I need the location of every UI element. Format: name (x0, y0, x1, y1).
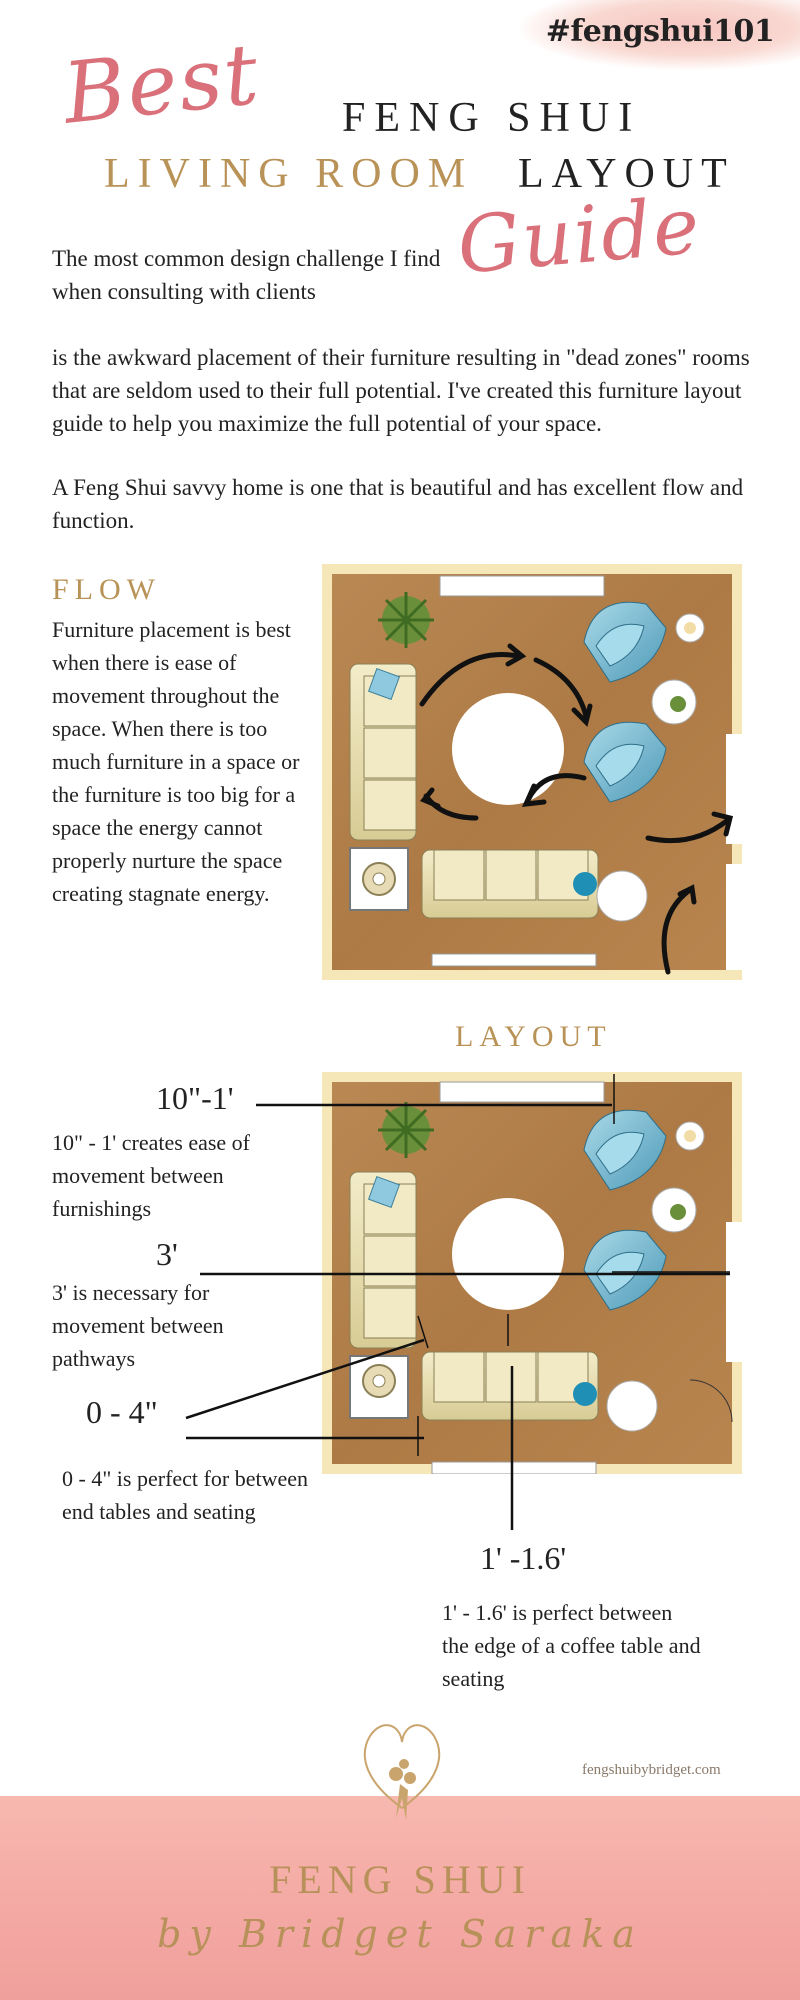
intro-paragraph-2: is the awkward placement of their furnit… (52, 345, 750, 436)
plant-icon (378, 592, 434, 648)
sofa-icon (421, 849, 599, 919)
title-script-guide: Guide (454, 180, 705, 292)
armchair-icon (583, 721, 667, 803)
flow-floor-plan (322, 564, 742, 980)
armchair-icon (583, 1109, 667, 1191)
measurement-note-3: 0 - 4" is perfect for between end tables… (62, 1466, 308, 1524)
measurement-note-1: 10" - 1' creates ease of movement betwee… (52, 1130, 251, 1221)
title-script-best: Best (58, 24, 265, 143)
heart-logo-icon (363, 1724, 441, 1820)
intro-paragraph-3: A Feng Shui savvy home is one that is be… (52, 475, 744, 533)
measurement-value-2: 3' (156, 1236, 178, 1272)
title-line-1: FENG SHUI (342, 95, 642, 141)
hashtag: #fengshui101 (545, 14, 775, 49)
measurement-value-3: 0 - 4" (86, 1394, 158, 1430)
layout-heading: LAYOUT (455, 1020, 612, 1053)
footer-brand-line-2: by Bridget Saraka (157, 1912, 643, 1956)
hashtag-watercolor (520, 0, 800, 70)
footer-banner (0, 1796, 800, 2000)
sofa-icon (349, 1171, 417, 1349)
flow-heading: FLOW (52, 573, 161, 606)
measurement-value-1: 10"-1' (156, 1080, 234, 1116)
measurement-note-4: 1' - 1.6' is perfect between the edge of… (442, 1600, 701, 1691)
measurement-leaders (185, 1103, 730, 1530)
footer-brand-line-1: FENG SHUI (269, 1857, 531, 1902)
title-line-2-rest: LAYOUT (518, 151, 735, 197)
plant-icon (378, 1102, 434, 1158)
measurement-note-2: 3' is necessary for movement between pat… (52, 1280, 224, 1371)
intro-paragraph-1: The most common design challenge I find … (52, 246, 441, 304)
title-line-2-accent: LIVING ROOM (104, 151, 474, 197)
armchair-icon (583, 601, 667, 683)
sofa-icon (349, 663, 417, 841)
website-link[interactable]: fengshuibybridget.com (582, 1762, 721, 1778)
flow-body: Furniture placement is best when there i… (52, 617, 300, 906)
measurement-value-4: 1' -1.6' (480, 1540, 567, 1576)
flow-arrow-icon (419, 643, 734, 975)
